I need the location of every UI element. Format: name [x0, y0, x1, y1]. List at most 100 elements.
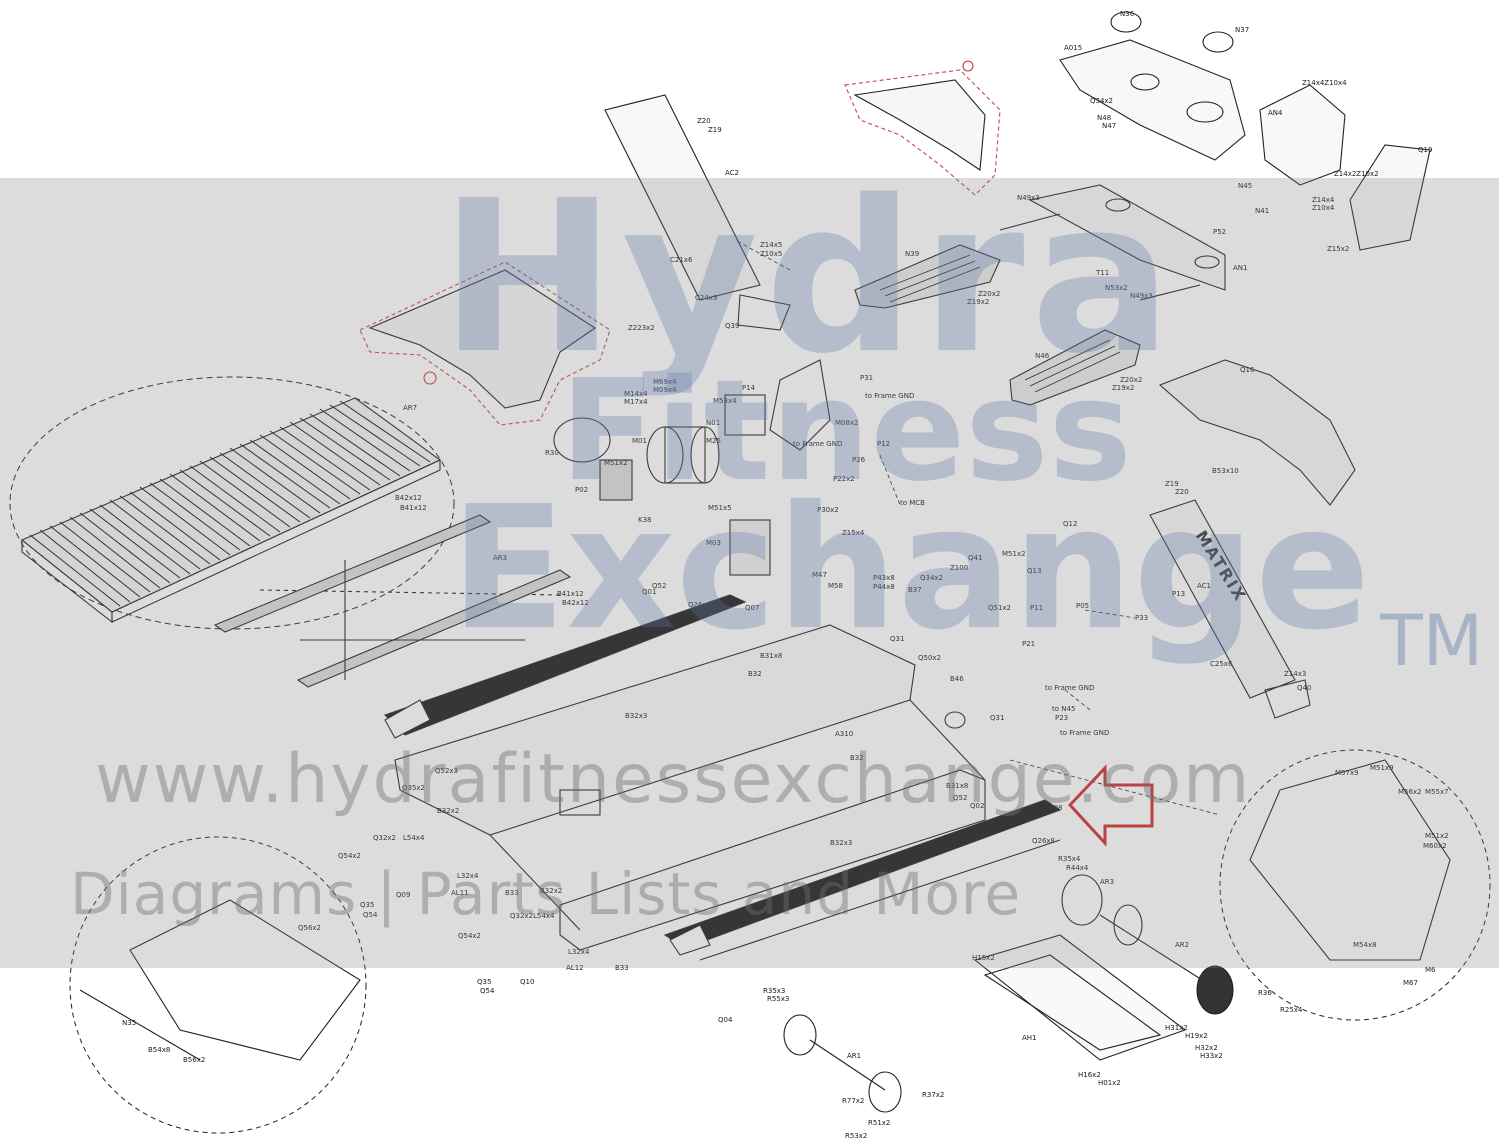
part-label: M51x2 [1425, 832, 1449, 840]
part-label: L32x4 [568, 948, 590, 956]
drive-motor [553, 359, 831, 576]
part-label: Q41 [968, 554, 982, 562]
part-label: P22x2 [833, 475, 855, 483]
part-label: Q09 [396, 891, 410, 899]
part-label: B32x2 [437, 807, 459, 815]
part-label: P44x8 [873, 583, 895, 591]
part-label: M51x5 [708, 504, 732, 512]
part-label: to MCB [900, 499, 925, 507]
part-label: Q34x2 [920, 574, 943, 582]
part-label: Q31 [890, 635, 904, 643]
part-label: N39 [905, 250, 919, 258]
part-label: B31x8 [760, 652, 782, 660]
part-label: P05 [1076, 602, 1089, 610]
part-label: Z19 [708, 126, 722, 134]
watermark-band [0, 178, 1499, 968]
part-label: R37x2 [922, 1091, 944, 1099]
part-label: N48 [1097, 114, 1111, 122]
part-label: Z15x2 [1327, 245, 1349, 253]
part-label: AC1 [1197, 582, 1211, 590]
part-label: B46 [950, 675, 964, 683]
part-label: N41 [1255, 207, 1269, 215]
part-label: Q26x8 [688, 601, 711, 609]
part-label: Q35 [360, 901, 374, 909]
part-label: B32 [850, 754, 864, 762]
part-label: Q12 [1063, 520, 1077, 528]
part-label: R44x4 [1066, 864, 1089, 872]
part-label: B32x2 [540, 887, 562, 895]
part-label: P12 [877, 440, 890, 448]
part-label: Q52 [953, 794, 967, 802]
console-assembly [1059, 11, 1246, 161]
part-label: N49x3 [1130, 292, 1153, 300]
part-label: B53x10 [1212, 467, 1239, 475]
part-label: K38 [638, 516, 652, 524]
part-label: Z10x5 [760, 250, 782, 258]
part-label: Q07 [745, 604, 759, 612]
part-label: P33 [1135, 614, 1148, 622]
part-label: R51x2 [868, 1119, 890, 1127]
part-label: M01 [632, 437, 647, 445]
part-label: A310 [835, 730, 853, 738]
part-label: Q26x8 [1032, 837, 1055, 845]
part-label: B41x12 [557, 590, 584, 598]
part-label: H16x2 [1078, 1071, 1101, 1079]
part-label: Q54 [480, 987, 495, 995]
part-label: B42x12 [562, 599, 589, 607]
main-frame [394, 624, 986, 951]
part-label: H01x2 [1098, 1079, 1121, 1087]
part-label: to N45 [1052, 705, 1075, 713]
part-label: Q02 [970, 802, 984, 810]
side-rail-left [383, 594, 747, 739]
part-label: B32x3 [830, 839, 852, 847]
part-label: N35 [122, 1019, 136, 1027]
part-label: H15x2 [972, 954, 995, 962]
part-label: P52 [1213, 228, 1226, 236]
part-label: P13 [1172, 590, 1185, 598]
part-label: Q35 [477, 978, 491, 986]
part-label: M51x2 [1002, 550, 1026, 558]
part-label: AN4 [1268, 109, 1283, 117]
part-label: M08x2 [835, 419, 859, 427]
part-label: R35x4 [1058, 855, 1081, 863]
part-label: to Frame GND [1060, 729, 1109, 737]
part-label: P31 [860, 374, 873, 382]
part-label: to Frame GND [793, 440, 842, 448]
part-label: AR1 [847, 1052, 861, 1060]
part-label: C25x6 [1210, 660, 1233, 668]
part-label: B31x8 [946, 782, 968, 790]
part-label: Q10 [520, 978, 534, 986]
part-label: R55x3 [767, 995, 789, 1003]
part-label: M51x2 [604, 459, 628, 467]
part-label: M25 [706, 437, 721, 445]
part-label: Z20 [1175, 488, 1189, 496]
part-label: Z19x2 [967, 298, 989, 306]
part-label: AR7 [403, 404, 417, 412]
part-label: B33 [505, 889, 519, 897]
part-label: N37 [1235, 26, 1249, 34]
part-label: M17x4 [624, 398, 648, 406]
part-label: Q16 [1240, 366, 1255, 374]
part-label: M53x4 [713, 397, 737, 405]
part-label: C24x3 [695, 294, 717, 302]
part-label: to Frame GND [1045, 684, 1094, 692]
part-label: to Frame GND [865, 392, 914, 400]
part-label: Z100 [950, 564, 968, 572]
part-label: T11 [1095, 269, 1109, 277]
part-label: M03 [706, 539, 721, 547]
part-label: AN1 [1233, 264, 1247, 272]
part-label: N47 [1102, 122, 1116, 130]
left-upright [604, 94, 791, 331]
part-label: Q52 [652, 582, 666, 590]
part-label: Q08 [1048, 804, 1062, 812]
part-label: L54x4 [403, 834, 425, 842]
part-label: Q19 [1418, 146, 1432, 154]
rear-roller [783, 1014, 902, 1113]
part-label: Z20x2 [1120, 376, 1142, 384]
part-label: AH1 [1022, 1034, 1037, 1042]
part-label: N46 [1035, 352, 1050, 360]
part-label: AR3 [1100, 878, 1114, 886]
part-label: Z14x2Z10x2 [1334, 170, 1379, 178]
part-label: M14x4 [624, 390, 648, 398]
